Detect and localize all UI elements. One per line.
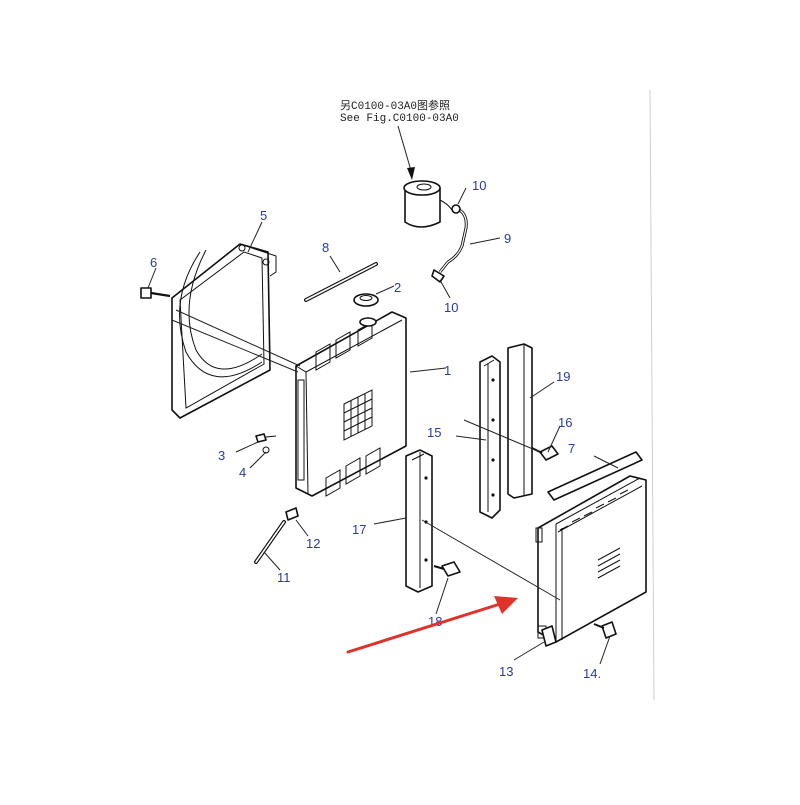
hose-clamp-upper <box>451 204 461 214</box>
hose-clamp-lower <box>431 269 445 283</box>
callout-5: 5 <box>260 208 267 223</box>
callout-15: 15 <box>427 425 441 440</box>
callout-6: 6 <box>150 255 157 270</box>
callout-4: 4 <box>239 465 246 480</box>
alignment-lines <box>171 309 561 601</box>
callout-11: 11 <box>277 570 291 585</box>
callout-labels: 1 2 3 4 5 6 7 8 9 10 10 11 12 13 14. 15 … <box>150 178 601 681</box>
cooler-grill <box>597 547 621 579</box>
callout-10-upper: 10 <box>472 178 486 193</box>
washer-4 <box>262 446 270 454</box>
reference-leader <box>397 125 413 175</box>
cooler-core <box>535 475 647 643</box>
bolt-16 <box>531 445 559 461</box>
callout-3: 3 <box>218 448 225 463</box>
drain-pipe-11 <box>254 520 286 564</box>
red-annotation-arrow <box>346 596 518 654</box>
reservoir-tank <box>403 180 453 228</box>
radiator-grid <box>343 389 373 441</box>
clamp-12 <box>285 507 299 521</box>
radiator-core <box>295 311 407 497</box>
bolt-3 <box>255 433 277 443</box>
long-rod-8 <box>304 262 378 302</box>
leader-lines <box>147 187 619 665</box>
seal-bar-7 <box>547 451 643 501</box>
bolt-6 <box>140 287 171 299</box>
bolt-14 <box>593 621 617 639</box>
callout-13: 13 <box>499 664 513 679</box>
callout-14: 14. <box>583 666 601 681</box>
callout-1: 1 <box>444 363 451 378</box>
callout-16: 16 <box>558 415 572 430</box>
overflow-hose <box>438 206 468 273</box>
seal-strip-19 <box>507 343 533 499</box>
callout-8: 8 <box>322 240 329 255</box>
bracket-13 <box>541 625 557 647</box>
callout-17: 17 <box>352 522 366 537</box>
reference-note-line2: See Fig.C0100-03A0 <box>340 113 459 125</box>
reference-arrowhead <box>407 167 415 180</box>
bracket-17 <box>405 449 433 593</box>
callout-2: 2 <box>394 280 401 295</box>
bolt-18 <box>433 561 461 577</box>
fan-shroud <box>171 243 277 419</box>
callout-12: 12 <box>306 536 320 551</box>
bracket-15 <box>479 355 501 519</box>
callout-10-lower: 10 <box>444 300 458 315</box>
callout-19: 19 <box>556 369 570 384</box>
reference-note-line1: 另C0100-03A0图参照 <box>340 98 450 113</box>
radiator-cap-2 <box>353 293 379 307</box>
callout-9: 9 <box>504 231 511 246</box>
frame-right-edge <box>649 89 655 701</box>
callout-7: 7 <box>568 441 575 456</box>
